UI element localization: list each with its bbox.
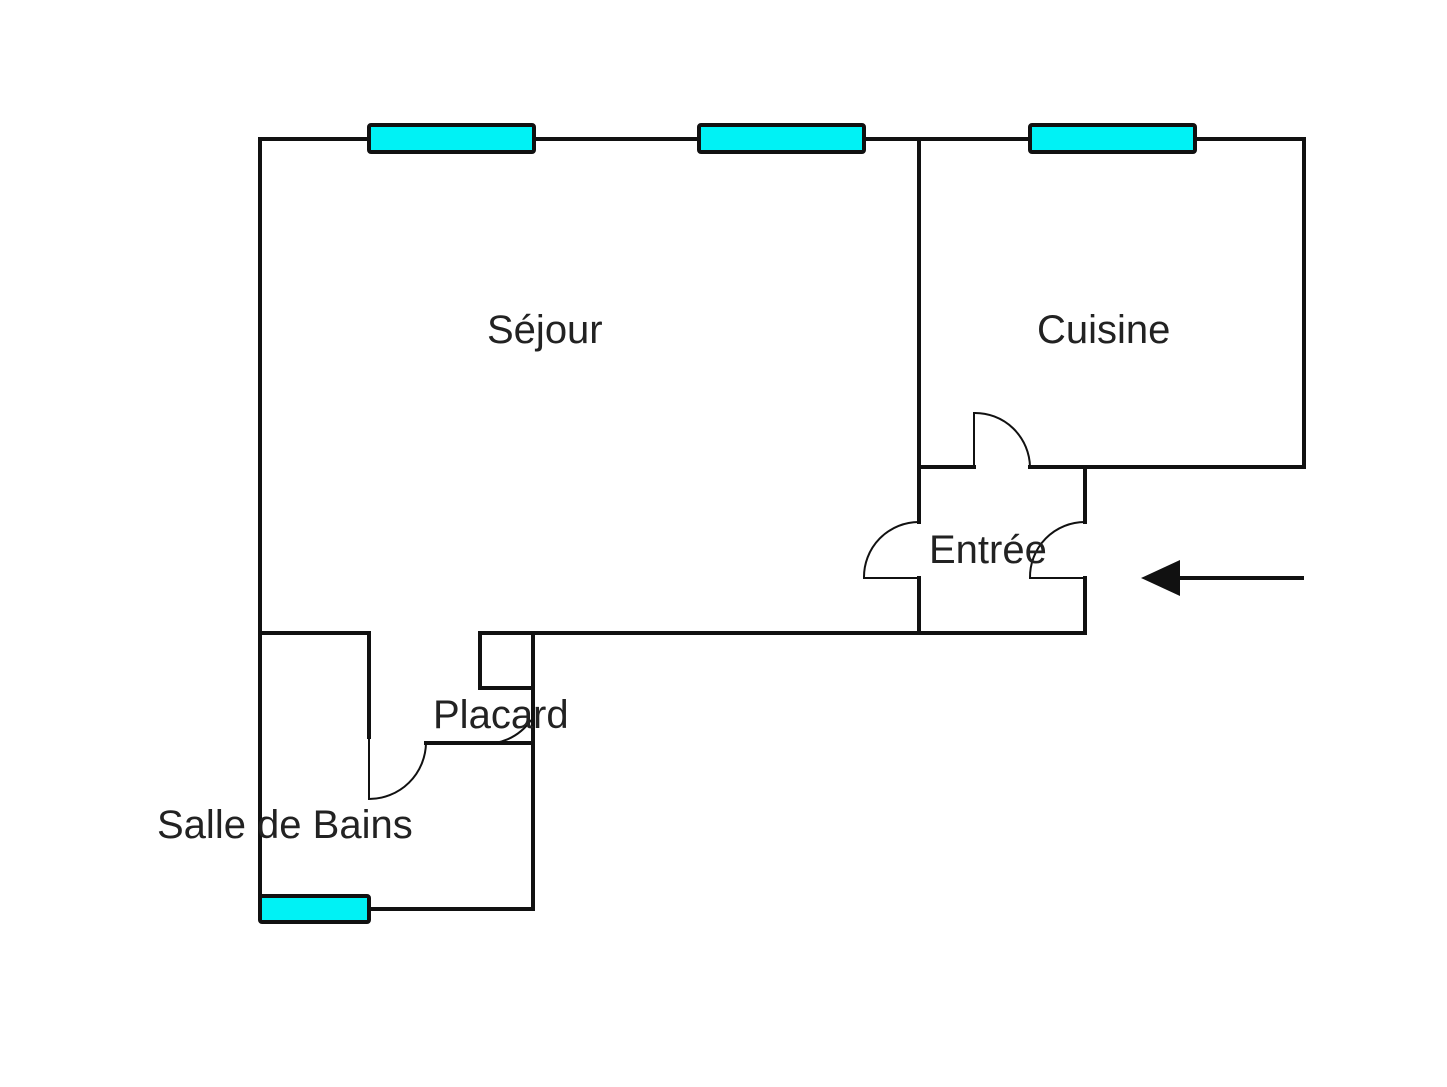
door-front [1028, 521, 1086, 579]
window-salle-de-bains [258, 894, 371, 924]
room-label-placard: Placard [433, 693, 569, 737]
windows [258, 123, 1197, 924]
room-label-salle-de-bains: Salle de Bains [157, 803, 413, 847]
door-sejour-entree [862, 521, 920, 579]
door-placard [475, 719, 532, 745]
walls [258, 137, 1306, 911]
door-salle-de-bains [368, 737, 427, 801]
window-cuisine [1028, 123, 1197, 154]
entrance-arrow-icon [1141, 560, 1304, 596]
door-cuisine [973, 411, 1031, 468]
doors [368, 411, 1086, 801]
room-label-entree: Entrée [929, 528, 1047, 572]
room-label-sejour: Séjour [487, 308, 603, 352]
room-label-cuisine: Cuisine [1037, 308, 1170, 352]
window-sejour-1 [367, 123, 536, 154]
window-sejour-2 [697, 123, 866, 154]
